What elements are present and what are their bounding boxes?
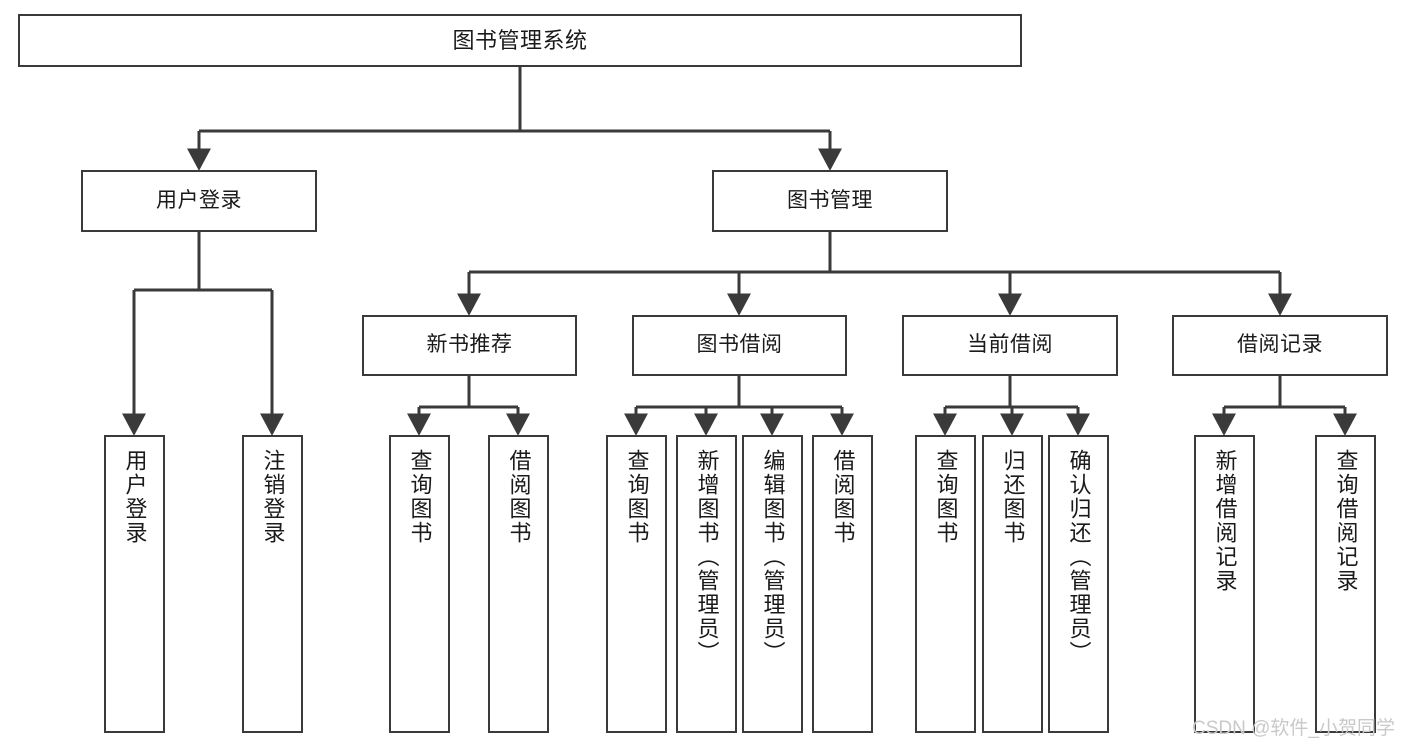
node-borrow-record-label: 借阅记录	[1237, 333, 1323, 357]
node-leaf-query-record-label: 查询借阅记录	[1333, 449, 1359, 593]
node-leaf-query-book-1-label: 查询图书	[407, 449, 433, 545]
node-leaf-add-record[interactable]: 新增借阅记录	[1194, 435, 1255, 733]
node-leaf-edit-book[interactable]: 编辑图书（管理员）	[742, 435, 803, 733]
node-leaf-add-book-label: 新增图书（管理员）	[694, 449, 720, 665]
node-leaf-query-book-1[interactable]: 查询图书	[389, 435, 450, 733]
node-current-borrow-label: 当前借阅	[967, 333, 1053, 357]
node-leaf-query-book-2[interactable]: 查询图书	[606, 435, 667, 733]
node-leaf-add-book[interactable]: 新增图书（管理员）	[676, 435, 737, 733]
node-root[interactable]: 图书管理系统	[18, 14, 1022, 67]
node-leaf-query-book-3[interactable]: 查询图书	[915, 435, 976, 733]
node-leaf-query-book-2-label: 查询图书	[624, 449, 650, 545]
node-leaf-confirm-return-label: 确认归还（管理员）	[1066, 449, 1092, 665]
node-book-manage[interactable]: 图书管理	[712, 170, 948, 232]
node-leaf-logout-label: 注销登录	[260, 449, 286, 545]
node-leaf-borrow-book-1-label: 借阅图书	[506, 449, 532, 545]
node-leaf-borrow-book-1[interactable]: 借阅图书	[488, 435, 549, 733]
node-leaf-return-book-label: 归还图书	[1000, 449, 1026, 545]
node-leaf-borrow-book-2[interactable]: 借阅图书	[812, 435, 873, 733]
node-leaf-query-record[interactable]: 查询借阅记录	[1315, 435, 1376, 733]
node-new-book-rec-label: 新书推荐	[426, 333, 513, 357]
node-book-borrow-label: 图书借阅	[696, 333, 783, 357]
node-leaf-borrow-book-2-label: 借阅图书	[830, 449, 856, 545]
node-leaf-return-book[interactable]: 归还图书	[982, 435, 1043, 733]
node-root-label: 图书管理系统	[452, 27, 588, 53]
node-leaf-confirm-return[interactable]: 确认归还（管理员）	[1048, 435, 1109, 733]
node-book-manage-label: 图书管理	[787, 188, 873, 212]
watermark-text: CSDN @软件_小贺同学	[1192, 718, 1395, 739]
node-new-book-rec[interactable]: 新书推荐	[362, 315, 577, 376]
node-leaf-query-book-3-label: 查询图书	[933, 449, 959, 545]
node-current-borrow[interactable]: 当前借阅	[902, 315, 1118, 376]
node-leaf-edit-book-label: 编辑图书（管理员）	[760, 449, 786, 665]
node-leaf-user-login[interactable]: 用户登录	[104, 435, 165, 733]
node-book-borrow[interactable]: 图书借阅	[632, 315, 847, 376]
node-leaf-user-login-label: 用户登录	[122, 449, 148, 545]
node-leaf-logout[interactable]: 注销登录	[242, 435, 303, 733]
node-borrow-record[interactable]: 借阅记录	[1172, 315, 1388, 376]
node-user-login-label: 用户登录	[156, 188, 242, 212]
node-leaf-add-record-label: 新增借阅记录	[1212, 449, 1238, 593]
node-user-login[interactable]: 用户登录	[81, 170, 317, 232]
